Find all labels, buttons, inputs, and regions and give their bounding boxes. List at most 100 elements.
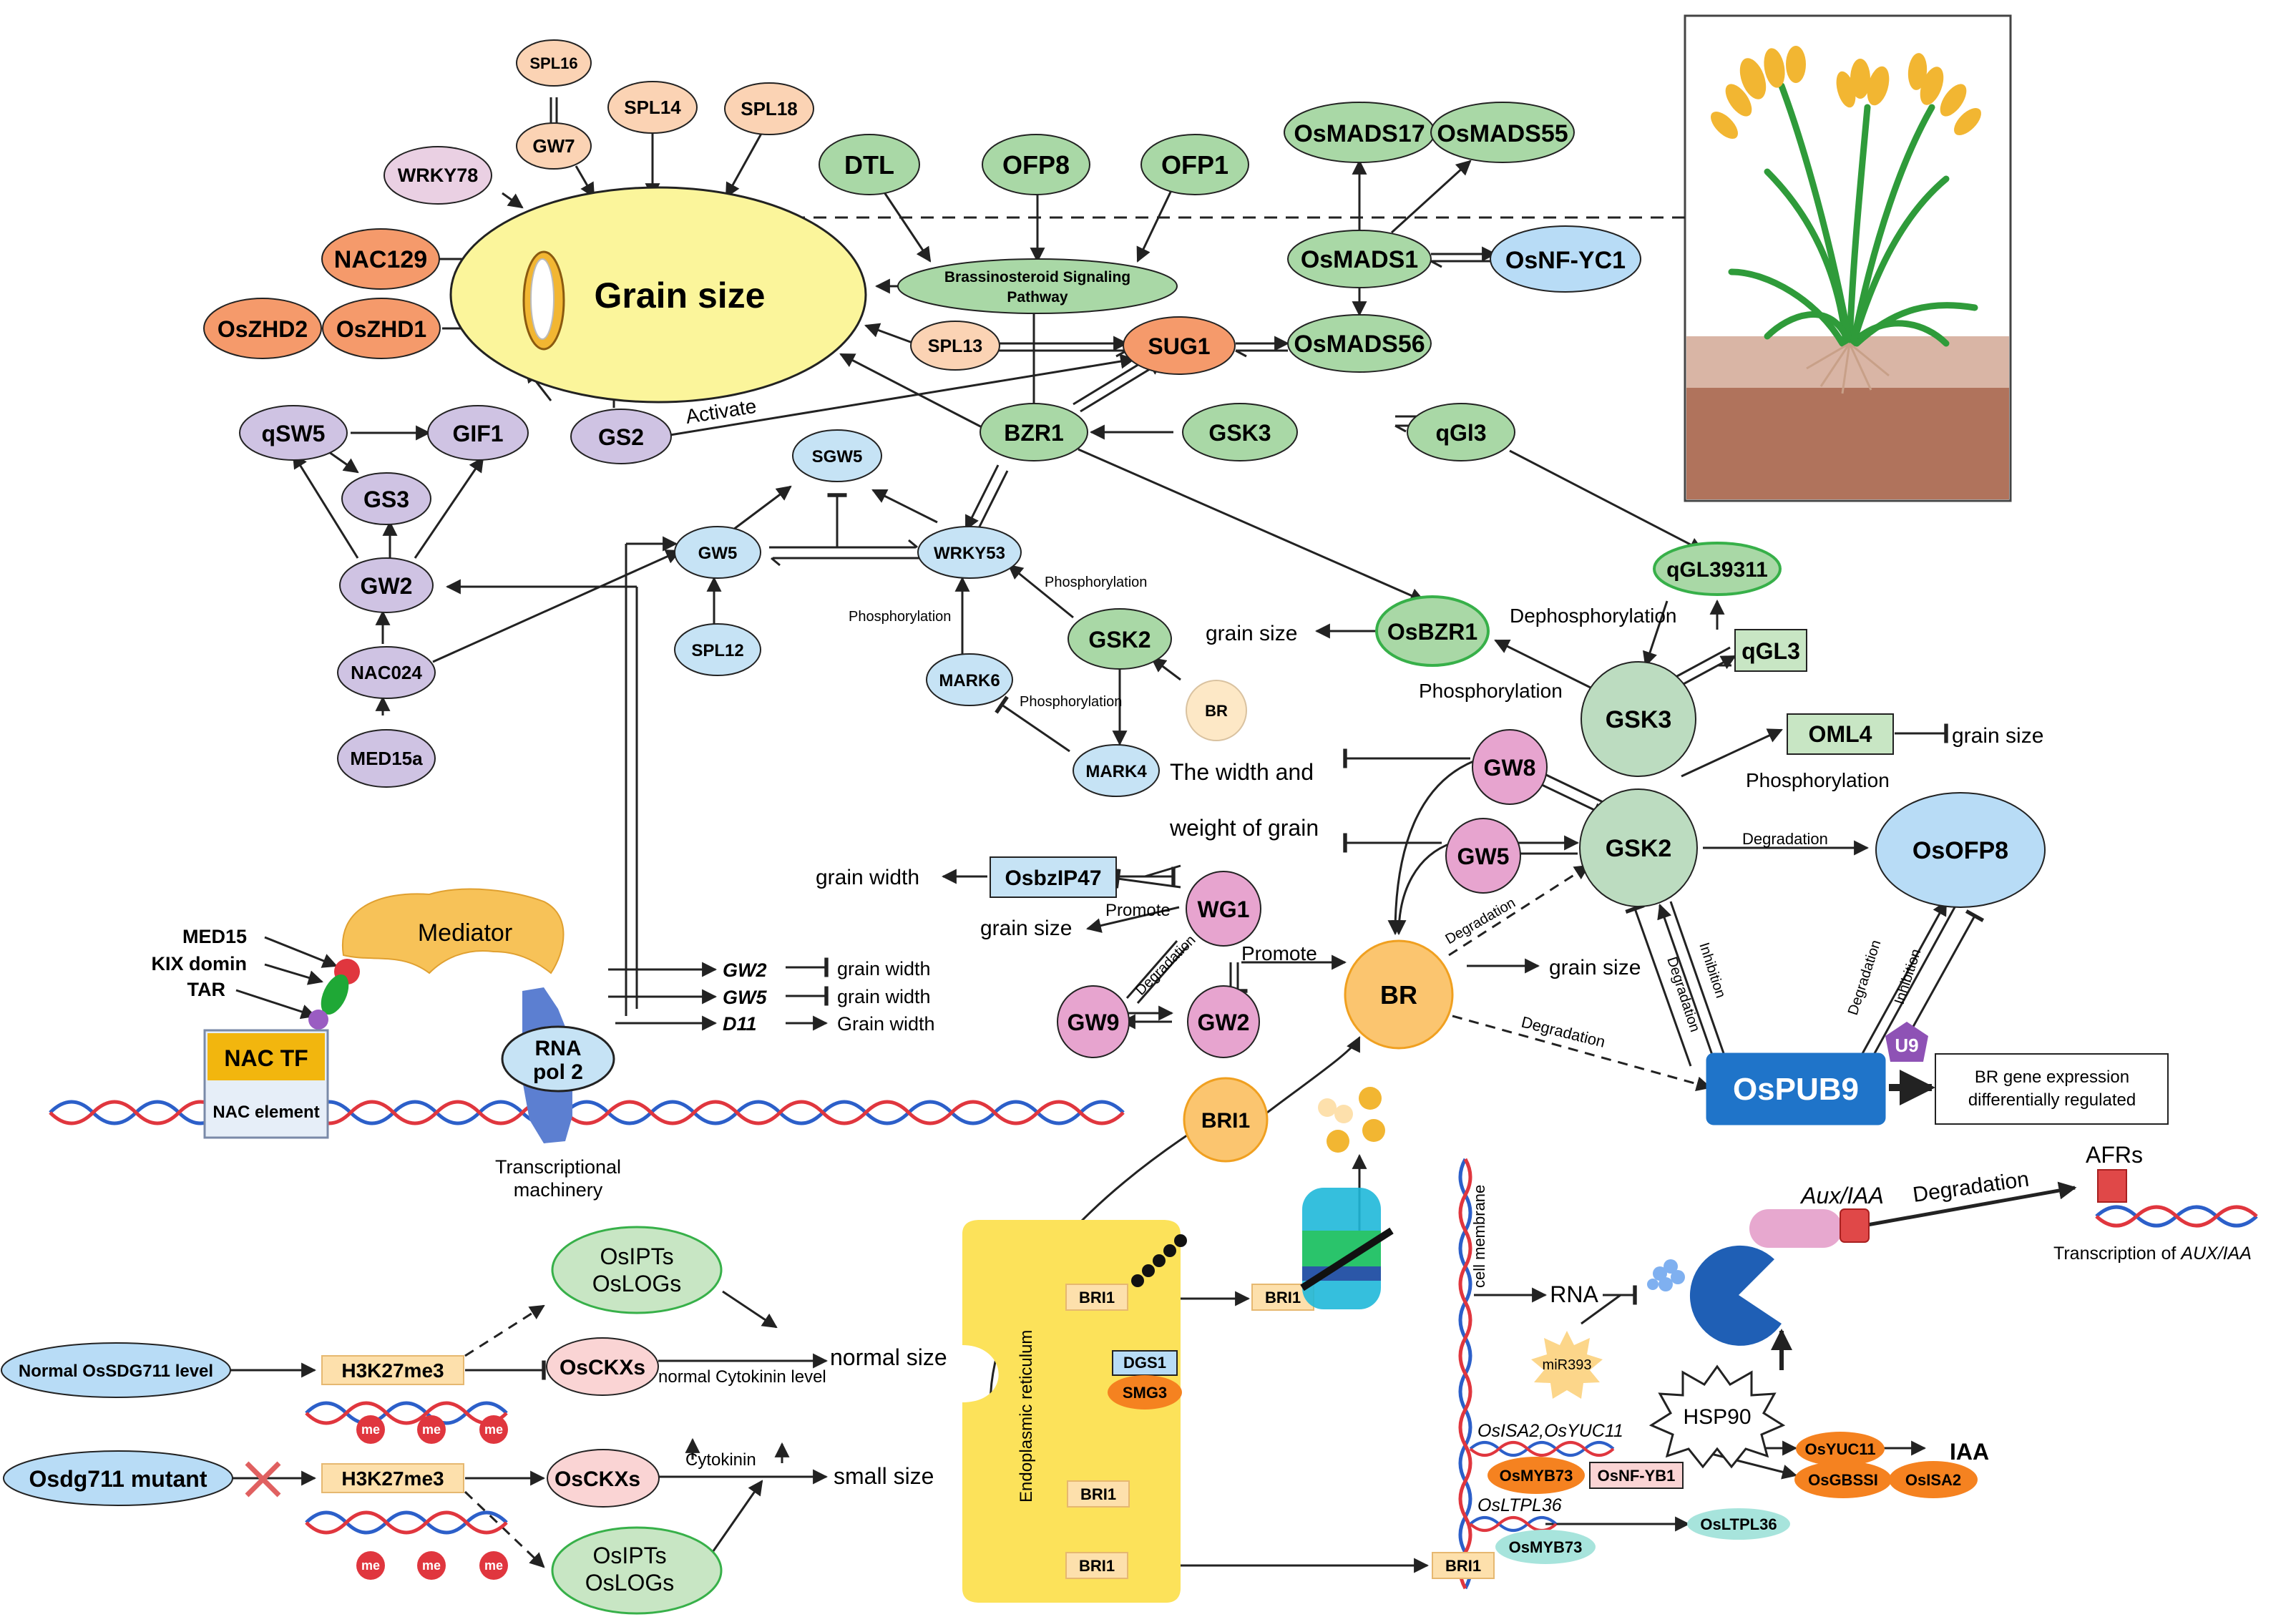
svg-text:Phosphorylation: Phosphorylation xyxy=(1020,694,1122,710)
node-oml4: OML4 xyxy=(1787,713,1894,755)
node-osyuc11: OsYUC11 xyxy=(1796,1432,1885,1466)
node-wrky53: WRKY53 xyxy=(917,526,1022,579)
node-osnfyb1: OsNF-YB1 xyxy=(1589,1462,1684,1489)
svg-text:machinery: machinery xyxy=(514,1179,603,1201)
node-qgl39311: qGL39311 xyxy=(1653,542,1782,596)
svg-text:HSP90: HSP90 xyxy=(1683,1405,1751,1429)
svg-text:Endoplasmic reticulum: Endoplasmic reticulum xyxy=(1017,1330,1036,1503)
node-osdg711-mutant: Osdg711 mutant xyxy=(3,1450,233,1506)
edge-labels: Activate Phosphorylation Phosphorylation… xyxy=(658,395,2043,1489)
br-dots xyxy=(1318,1087,1385,1153)
endoplasmic-reticulum: Endoplasmic reticulum BRI1 BRI1 BRI1 BRI… xyxy=(962,1220,1495,1603)
dna-strand-small-1 xyxy=(305,1401,508,1425)
svg-text:Normal OsSDG711 level: Normal OsSDG711 level xyxy=(19,1362,213,1381)
node-h3k27me3-2: H3K27me3 xyxy=(321,1463,464,1493)
dna-osltpl36 xyxy=(1469,1516,1558,1532)
svg-text:Osdg711 mutant: Osdg711 mutant xyxy=(29,1466,207,1492)
nac-tf-box: NAC TF NAC element xyxy=(203,1029,329,1139)
svg-text:NAC129: NAC129 xyxy=(334,246,427,273)
membrane-panel: cell membrane RNA miR393 HSP90 Aux/IAA A… xyxy=(1470,1142,2252,1564)
node-ofp1: OFP1 xyxy=(1140,134,1249,195)
svg-text:GS2: GS2 xyxy=(598,424,644,450)
svg-text:NAC024: NAC024 xyxy=(351,662,422,683)
node-oszhd2: OsZHD2 xyxy=(203,298,322,359)
svg-text:GS3: GS3 xyxy=(363,487,409,512)
svg-text:OsMADS56: OsMADS56 xyxy=(1294,331,1425,358)
dna-osisa2 xyxy=(1469,1441,1615,1457)
bri1-label: BRI1 xyxy=(1079,1557,1115,1575)
svg-text:grain size: grain size xyxy=(1952,724,2043,748)
node-br-big: BR xyxy=(1344,939,1454,1050)
node-spl13: SPL13 xyxy=(910,321,1000,371)
node-bzr1: BZR1 xyxy=(980,403,1088,461)
svg-text:RNA: RNA xyxy=(535,1037,582,1060)
grain-size-node: Grain size xyxy=(449,186,867,404)
node-nac129: NAC129 xyxy=(321,228,440,290)
node-h3k27me3-1: H3K27me3 xyxy=(321,1355,464,1385)
svg-text:grain width: grain width xyxy=(837,958,931,980)
node-spl16: SPL16 xyxy=(516,39,592,87)
afr-box xyxy=(2097,1169,2127,1203)
svg-text:grain width: grain width xyxy=(837,986,931,1007)
me-label: me xyxy=(361,1558,380,1573)
svg-text:GW5: GW5 xyxy=(1457,844,1510,869)
svg-text:SPL18: SPL18 xyxy=(741,98,798,119)
svg-text:NAC element: NAC element xyxy=(212,1103,319,1122)
node-osbzr1: OsBZR1 xyxy=(1375,595,1490,667)
node-u9: U9 xyxy=(1885,1022,1928,1062)
svg-text:small size: small size xyxy=(834,1463,934,1489)
svg-text:GSK2: GSK2 xyxy=(1606,835,1672,862)
svg-text:OsCKXs: OsCKXs xyxy=(560,1356,645,1379)
smg3-label: SMG3 xyxy=(1123,1384,1167,1402)
svg-text:GSK3: GSK3 xyxy=(1606,706,1672,733)
node-osltpl36: OsLTPL36 xyxy=(1687,1508,1790,1540)
svg-text:OsMADS55: OsMADS55 xyxy=(1437,120,1568,147)
node-spl18: SPL18 xyxy=(724,82,814,135)
bri1-label: BRI1 xyxy=(1445,1557,1481,1575)
svg-text:Transcriptional: Transcriptional xyxy=(495,1156,621,1178)
svg-text:OsGBSSI: OsGBSSI xyxy=(1808,1471,1878,1489)
label-med15: MED15 xyxy=(182,926,247,947)
svg-text:GW8: GW8 xyxy=(1484,755,1536,781)
svg-text:OsLOGs: OsLOGs xyxy=(585,1570,674,1596)
svg-text:Grain width: Grain width xyxy=(837,1013,935,1035)
node-gw8: GW8 xyxy=(1472,729,1548,805)
svg-text:OFP8: OFP8 xyxy=(1002,150,1070,180)
svg-text:OsZHD1: OsZHD1 xyxy=(336,316,426,342)
svg-text:H3K27me3: H3K27me3 xyxy=(341,1467,444,1490)
phospho-dots xyxy=(1131,1234,1187,1287)
me-marks xyxy=(356,1415,508,1580)
svg-text:MED15a: MED15a xyxy=(350,748,423,769)
svg-text:OsIPTs: OsIPTs xyxy=(600,1244,673,1269)
rna-pol2: RNA pol 2 Transcriptional machinery xyxy=(495,987,621,1201)
node-qsw5: qSW5 xyxy=(239,405,348,461)
svg-text:grain size: grain size xyxy=(1549,956,1641,980)
svg-text:differentially regulated: differentially regulated xyxy=(1968,1090,2136,1110)
cytokinin-panel: Normal OsSDG711 level Osdg711 mutant H3K… xyxy=(1,1226,723,1615)
svg-text:MARK6: MARK6 xyxy=(939,671,1000,690)
node-med15a: MED15a xyxy=(337,729,436,788)
node-nac024: NAC024 xyxy=(337,646,436,699)
svg-text:GIF1: GIF1 xyxy=(452,421,503,446)
svg-text:OsLTPL36: OsLTPL36 xyxy=(1700,1515,1777,1533)
svg-text:SGW5: SGW5 xyxy=(812,447,863,466)
node-osmads1: OsMADS1 xyxy=(1287,230,1432,288)
svg-text:Degradation: Degradation xyxy=(1845,938,1885,1017)
bri1-label: BRI1 xyxy=(1079,1289,1115,1306)
svg-text:Phosphorylation: Phosphorylation xyxy=(1746,769,1890,791)
svg-text:Degradation: Degradation xyxy=(1742,830,1828,848)
node-osmyb73: OsMYB73 xyxy=(1487,1457,1585,1494)
node-qgl3-box: qGL3 xyxy=(1734,629,1807,672)
svg-text:GW9: GW9 xyxy=(1068,1010,1120,1035)
svg-text:BR gene expression: BR gene expression xyxy=(1975,1068,2129,1087)
svg-text:Cytokinin: Cytokinin xyxy=(685,1450,756,1470)
svg-text:OML4: OML4 xyxy=(1809,721,1872,747)
svg-text:OsIPTs: OsIPTs xyxy=(592,1543,666,1568)
node-mark4: MARK4 xyxy=(1073,744,1160,797)
node-gw2: GW2 xyxy=(339,557,434,613)
svg-text:WG1: WG1 xyxy=(1198,897,1250,922)
node-gsk2-big: GSK2 xyxy=(1579,788,1698,907)
me-label: me xyxy=(361,1422,380,1437)
